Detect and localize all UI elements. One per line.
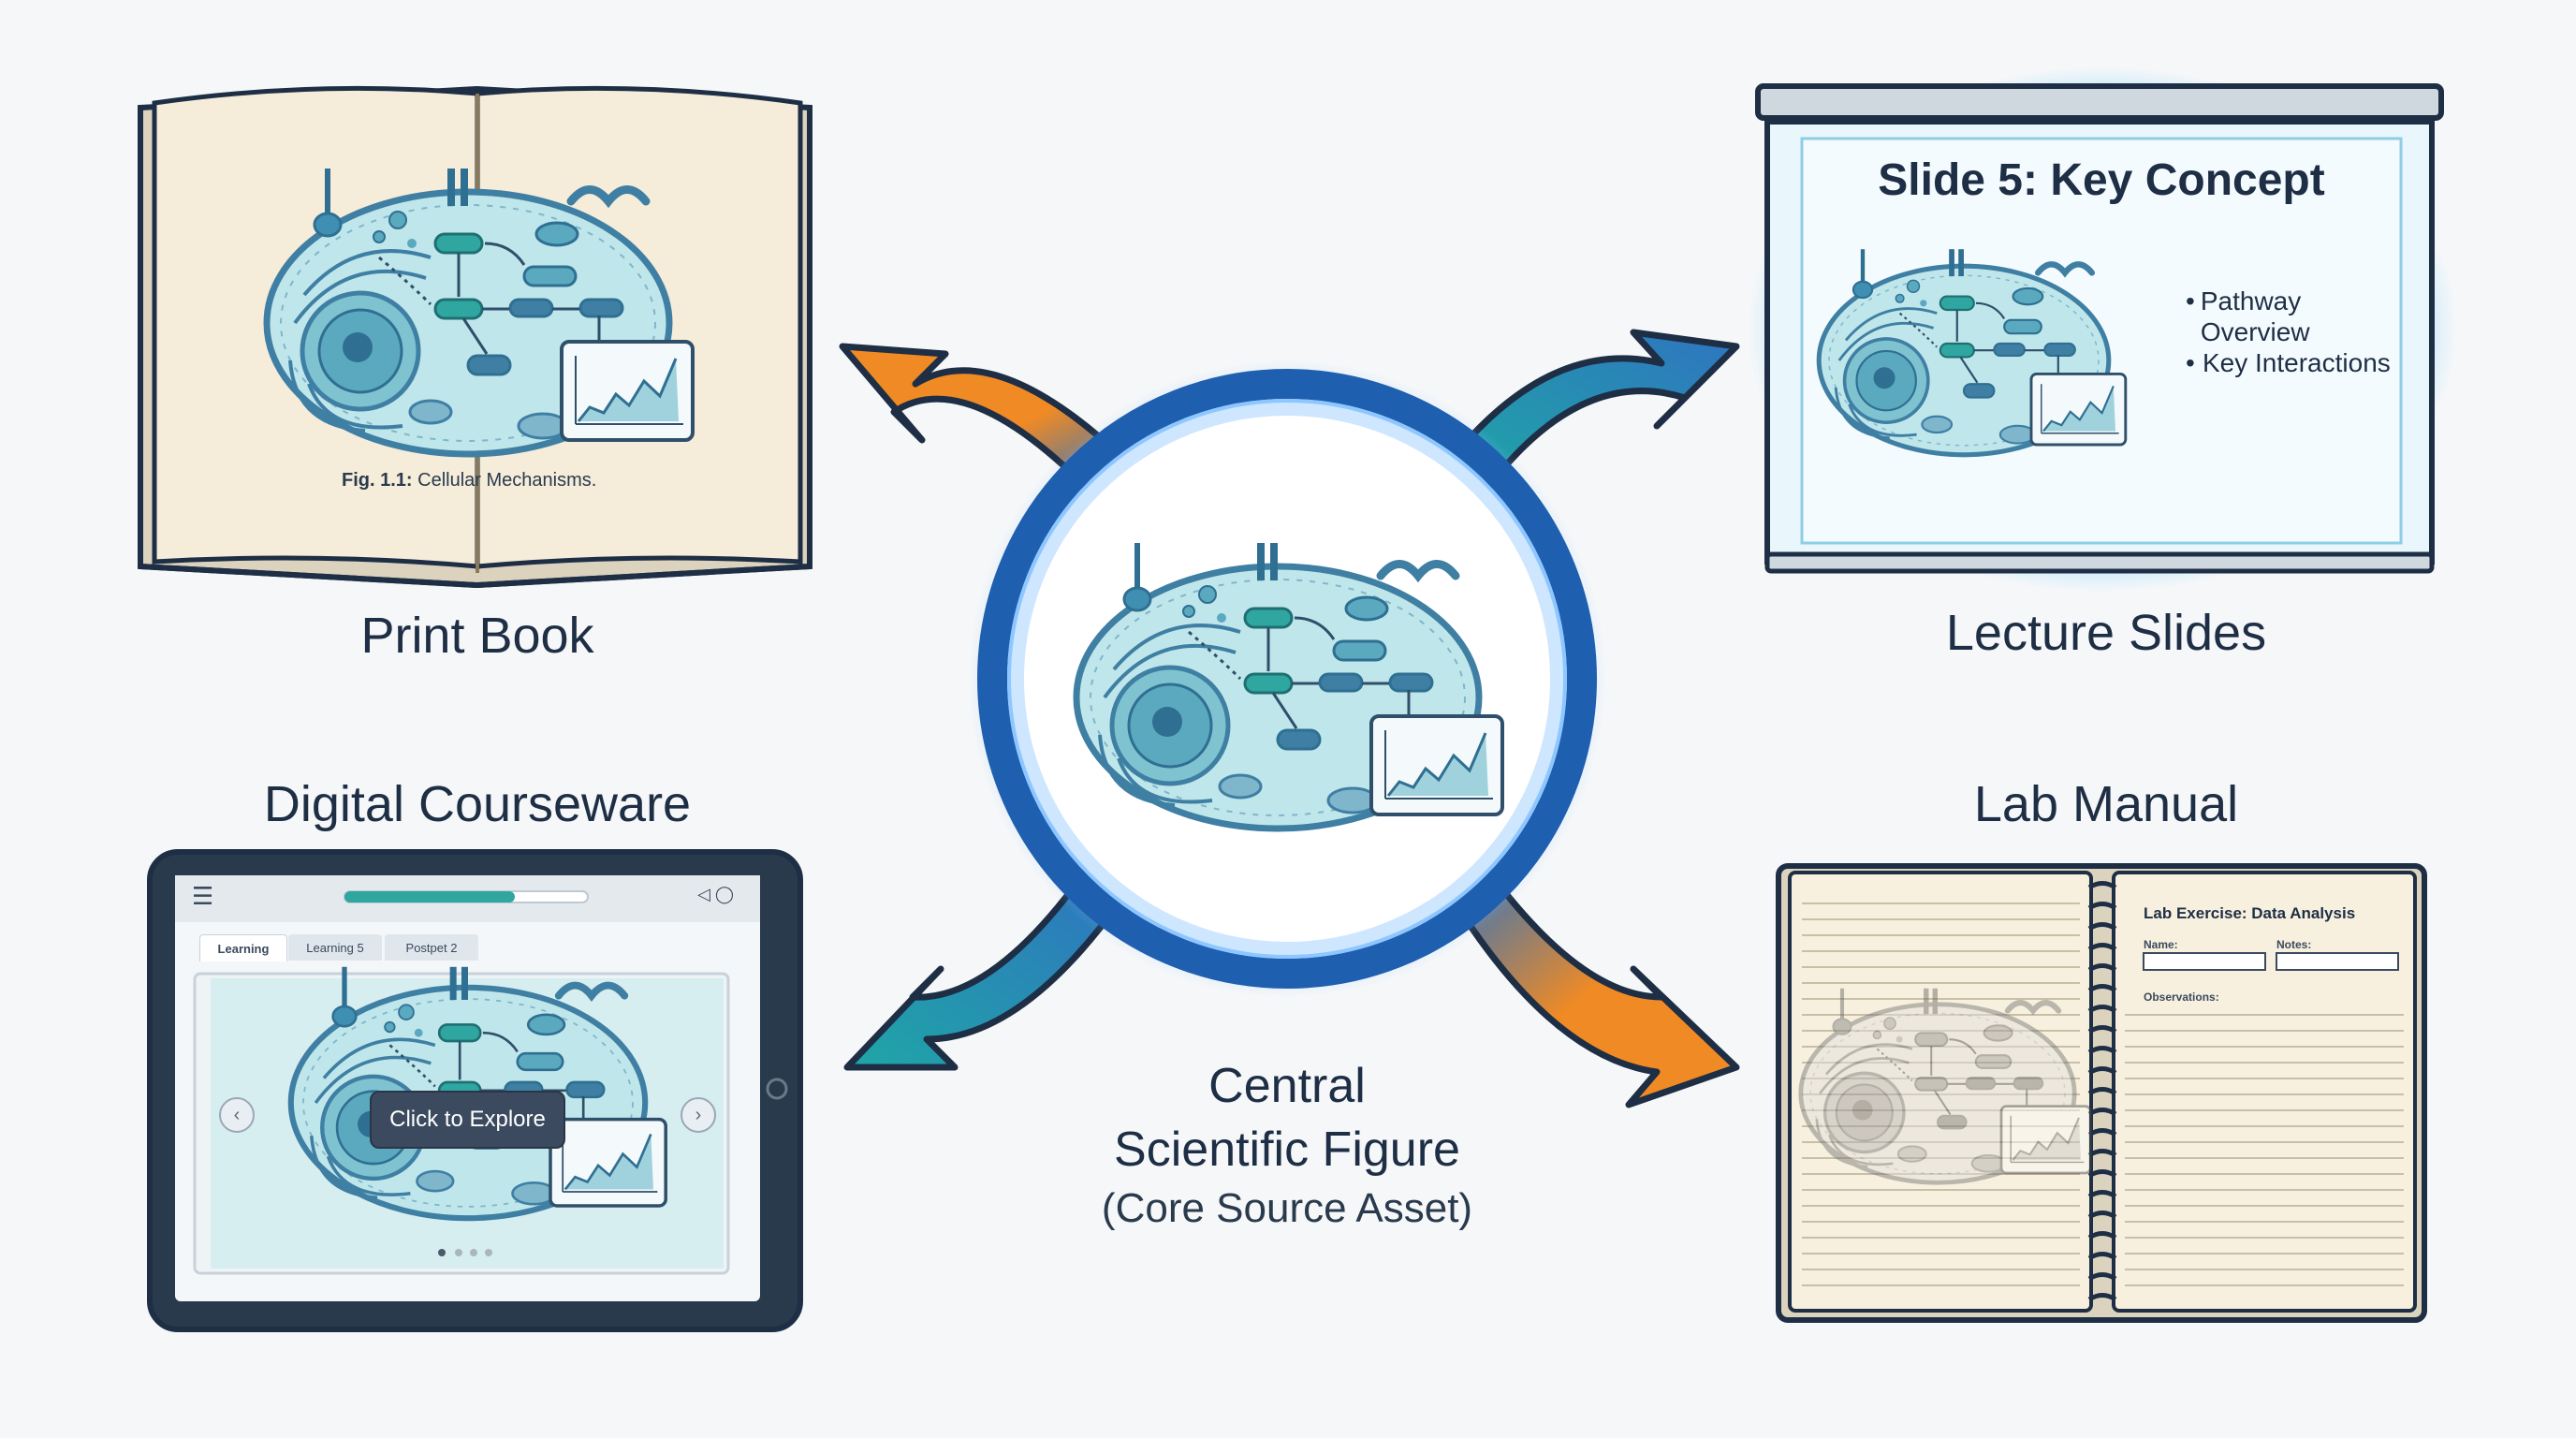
arrow-to-print-book	[839, 343, 1122, 491]
spiral-ring	[2087, 1272, 2117, 1282]
spiral-ring	[2087, 943, 2117, 952]
slide-bullet-list: •Pathway Overview •Key Interactions	[2186, 286, 2392, 378]
spiral-ring	[2087, 1211, 2117, 1220]
lab-exercise-title: Lab Exercise: Data Analysis	[2144, 904, 2356, 922]
center-subtitle: (Core Source Asset)	[1101, 1185, 1473, 1231]
caption-figure-number: Fig. 1.1:	[342, 470, 413, 491]
arrow-to-digital-courseware	[843, 867, 1122, 1071]
tab-learning[interactable]: Learning	[199, 934, 287, 961]
spiral-ring	[2087, 984, 2117, 993]
spiral-ring	[2087, 1046, 2117, 1055]
lab-observations-label: Observations:	[2144, 990, 2219, 1004]
lab-notes-label: Notes:	[2276, 938, 2312, 951]
spiral-ring	[2087, 1087, 2117, 1096]
spiral-ring	[2087, 1231, 2117, 1240]
spiral-ring	[2087, 881, 2117, 890]
print-book-caption: Fig. 1.1: Cellular Mechanisms.	[342, 470, 596, 492]
tab-postpet-2[interactable]: Postpet 2	[385, 934, 478, 961]
tablet-volume-icon[interactable]: ◁ ◯	[697, 885, 734, 903]
caption-figure-title: Cellular Mechanisms.	[412, 470, 597, 491]
center-title-line2: Scientific Figure	[1114, 1123, 1460, 1177]
arrow-to-lecture-slides	[1452, 329, 1740, 491]
spiral-ring	[2087, 922, 2117, 932]
spiral-ring	[2087, 1005, 2117, 1014]
spiral-ring	[2087, 1066, 2117, 1076]
tab-learning-5[interactable]: Learning 5	[288, 934, 382, 961]
slide-title: Slide 5: Key Concept	[1878, 155, 2325, 205]
digital-courseware-label: Digital Courseware	[263, 776, 692, 832]
click-to-explore-button[interactable]: Click to Explore	[370, 1091, 565, 1149]
slide-bullet-1: •Pathway Overview	[2186, 286, 2310, 346]
tablet-menu-icon[interactable]: ☰	[192, 882, 214, 910]
print-book-label: Print Book	[360, 608, 594, 664]
carousel-next-button[interactable]: ›	[681, 1097, 716, 1133]
spiral-ring	[2087, 902, 2117, 911]
spiral-ring	[2087, 1025, 2117, 1034]
spiral-ring	[2087, 1252, 2117, 1261]
center-title-line1: Central	[1208, 1059, 1366, 1113]
spiral-ring	[2087, 963, 2117, 973]
lecture-slides-label: Lecture Slides	[1945, 605, 2267, 661]
slide-bullet-2: •Key Interactions	[2186, 348, 2391, 377]
spiral-ring	[2087, 1169, 2117, 1179]
spiral-ring	[2087, 1190, 2117, 1199]
lab-manual-label: Lab Manual	[1973, 776, 2239, 832]
spiral-ring	[2087, 1293, 2117, 1302]
carousel-prev-button[interactable]: ‹	[219, 1097, 255, 1133]
lab-name-label: Name:	[2144, 938, 2178, 951]
arrow-to-lab-manual	[1452, 867, 1740, 1108]
